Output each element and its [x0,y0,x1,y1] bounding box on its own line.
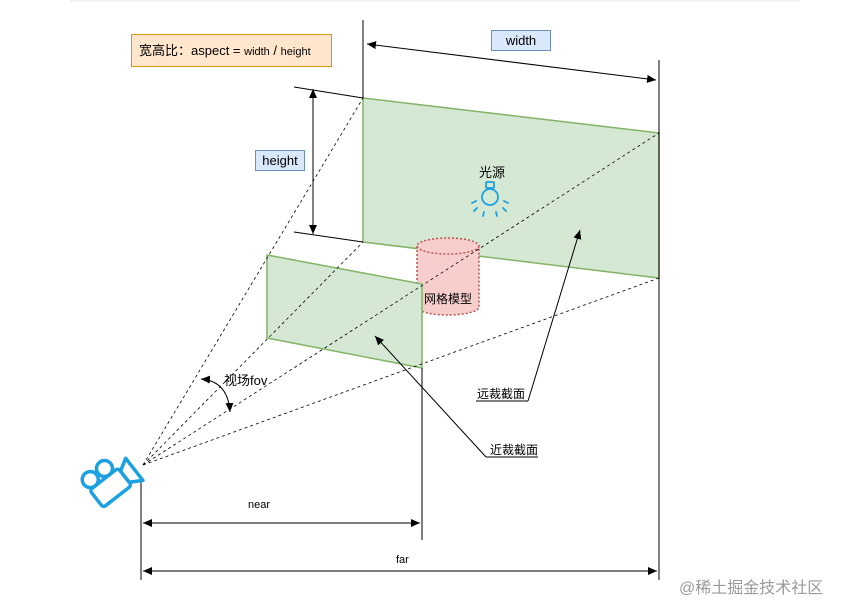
fov-arc-arrow [200,375,234,413]
far-plane [362,97,660,279]
light-source-label: 光源 [479,165,506,180]
width-dimension-arrow [366,41,657,83]
near-plane [266,254,423,369]
far-plane-label: 远裁截面 [477,387,526,401]
watermark: @稀土掘金技术社区 [679,580,824,597]
far-plane-callout-line [527,229,582,402]
aspect-width-word: width [244,46,270,58]
mesh-model-label: 网格模型 [424,292,473,306]
near-plane-callout-line [374,335,487,458]
mesh-model-cylinder [416,237,480,316]
aspect-ratio-box: 宽高比：aspect = width / height [131,34,332,67]
near-distance-label: near [248,499,271,511]
fov-label: 视场fov [224,373,268,388]
aspect-height-word: height [280,46,311,58]
height-label: height [255,150,305,171]
width-label: width [491,30,551,51]
aspect-prefix: 宽高比：aspect = [139,43,245,58]
lightbulb-icon [471,181,509,217]
camera-icon [80,456,145,509]
far-distance-label: far [396,554,409,566]
aspect-slash: / [269,43,281,58]
near-plane-label: 近裁截面 [490,443,539,457]
